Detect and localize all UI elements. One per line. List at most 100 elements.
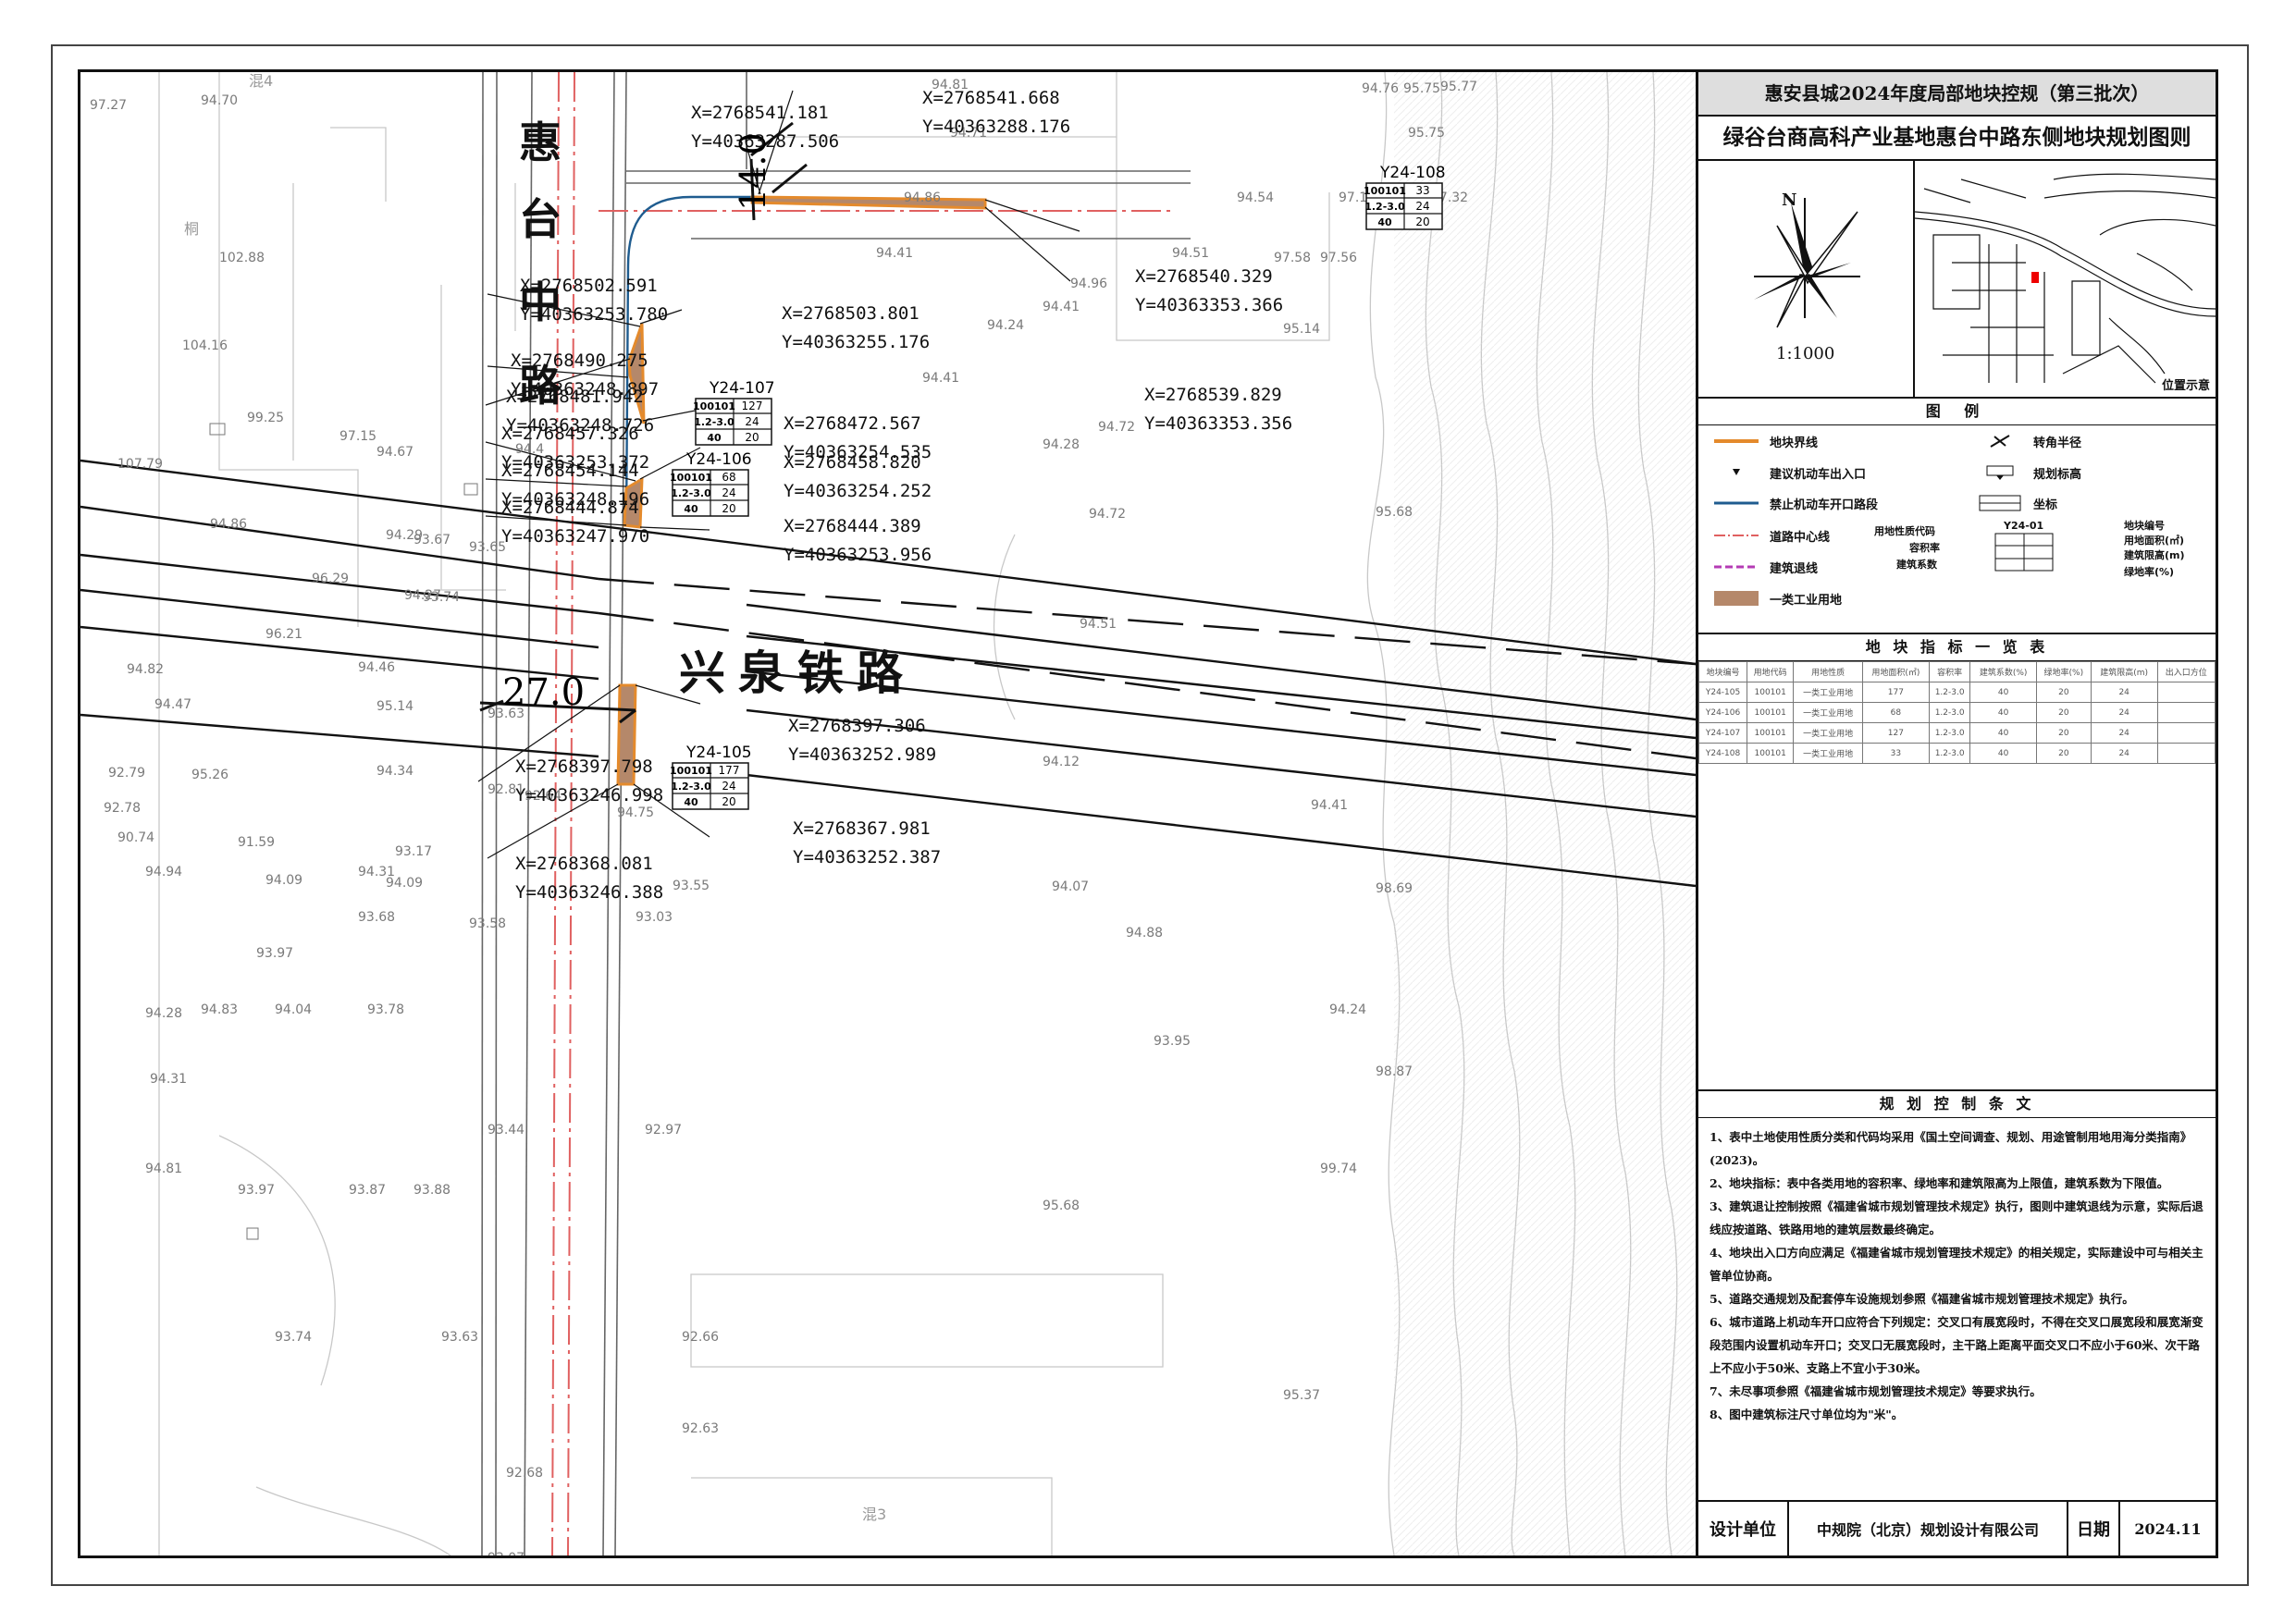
elevation-label: 95.68 <box>1376 505 1413 520</box>
table-cell: 20 <box>2035 743 2092 764</box>
table-header-cell: 地块编号 <box>1697 661 1748 682</box>
parcel-cell: 24 <box>722 780 735 793</box>
compass-icon <box>1754 198 1860 328</box>
table-cell: 100101 <box>1747 743 1795 764</box>
table-header-cell: 建筑系数(%) <box>1969 661 2037 682</box>
elevation-label: 98.69 <box>1376 881 1413 896</box>
table-cell <box>2156 702 2216 723</box>
corner-radius-icon <box>1976 433 2024 449</box>
land-label-woods: 桐 <box>184 220 199 238</box>
railway-lines <box>80 459 1696 888</box>
rule-item: 6、城市道路上机动车开口应符合下列规定：交叉口有展宽段时，不得在交叉口展宽段和展… <box>1710 1315 2203 1375</box>
coord-x: X=2768503.801 <box>782 303 920 324</box>
elevation-label: 94.88 <box>1126 926 1163 941</box>
elevation-label: 94.09 <box>386 876 423 891</box>
table-header-cell: 用地代码 <box>1747 661 1795 682</box>
parcel-y24-107[interactable] <box>627 323 646 424</box>
elevation-label: 94.83 <box>201 1002 238 1017</box>
rules-section: 规 划 控 制 条 文 1、表中土地使用性质分类和代码均采用《国土空间调查、规划… <box>1698 1091 2216 1502</box>
coord-x: X=2768397.798 <box>515 756 653 777</box>
map-canvas: 94.8194.7695.7595.7797.2794.7094.7195.75… <box>80 72 1696 1555</box>
elevation-label: 95.26 <box>191 768 228 782</box>
legend-label: 一类工业用地 <box>1770 594 1843 608</box>
parcel-cell: 1.2-3.0 <box>671 487 711 499</box>
elevation-label: 92.97 <box>645 1123 682 1137</box>
coord-x: X=2768472.567 <box>784 413 921 434</box>
legend-swatch <box>1712 590 1760 607</box>
elevation-label: 99.25 <box>247 411 284 425</box>
table-cell: 1.2-3.0 <box>1928 743 1971 764</box>
date-label: 日期 <box>2068 1502 2120 1555</box>
dim-bottom: 27.0 <box>502 671 585 714</box>
parcel-y24-108[interactable] <box>750 195 987 210</box>
date-value: 2024.11 <box>2134 1519 2202 1538</box>
elevation-label: 95.75 <box>1408 126 1445 141</box>
table-cell: 40 <box>1969 682 2037 703</box>
parcel-cell: 40 <box>684 503 698 515</box>
coord-x: X=2768457.326 <box>501 424 639 444</box>
elevation-label: 91.59 <box>238 835 275 850</box>
compass: N 1:1000 <box>1698 161 1915 397</box>
table-cell: Y24-108 <box>1697 743 1748 764</box>
road-centerline <box>551 72 1172 1555</box>
index-table-title: 地 块 指 标 一 览 表 <box>1698 634 2216 661</box>
coord-y: Y=40363247.970 <box>501 526 649 547</box>
elevation-label: 94.96 <box>1070 277 1107 291</box>
elevation-label: 93.03 <box>636 910 673 925</box>
key-sample-id: Y24-01 <box>2004 520 2044 532</box>
table-cell <box>2156 682 2216 703</box>
table-cell: 一类工业用地 <box>1793 743 1863 764</box>
elevation-label: 95.68 <box>1043 1199 1080 1213</box>
elevation-label: 95.37 <box>1283 1388 1320 1403</box>
elevation-label: 94.09 <box>265 873 302 888</box>
coord-x: X=2768490.275 <box>511 350 648 371</box>
railway-dash <box>598 577 1696 760</box>
elevation-label: 102.88 <box>219 251 265 265</box>
table-cell: 24 <box>2090 682 2158 703</box>
parcel-cell: 127 <box>742 400 763 412</box>
legend-label: 地块界线 <box>1770 436 1819 450</box>
coord-x: X=2768539.829 <box>1144 385 1282 405</box>
parcel-cell: 24 <box>1415 200 1429 213</box>
coord-y: Y=40363353.366 <box>1135 295 1283 315</box>
elevation-label: 92.63 <box>682 1421 719 1436</box>
road-name-huitai-1: 惠 <box>519 117 562 167</box>
land-label-4: 混4 <box>249 72 273 90</box>
parcel-cell: 20 <box>745 431 759 444</box>
rule-item: 2、地块指标：表中各类用地的容积率、绿地率和建筑限高为上限值，建筑系数为下限值。 <box>1710 1176 2169 1190</box>
rule-item: 7、未尽事项参照《福建省城市规划管理技术规定》等要求执行。 <box>1710 1384 2042 1398</box>
coord-y: Y=40363255.176 <box>782 332 930 352</box>
elevation-label: 93.07 <box>488 1551 525 1555</box>
road-name-railway: 兴泉铁路 <box>679 646 916 700</box>
elevation-label: 92.78 <box>104 801 141 816</box>
footer: 设计单位 中规院（北京）规划设计有限公司 日期 2024.11 <box>1698 1500 2216 1555</box>
elevation-label: 94.31 <box>358 865 395 879</box>
elevation-label: 93.74 <box>275 1330 312 1345</box>
designer-label: 设计单位 <box>1698 1502 1789 1555</box>
elevation-label: 92.79 <box>108 766 145 781</box>
table-cell: 1.2-3.0 <box>1928 722 1971 744</box>
location-map-graphic <box>1915 173 2216 384</box>
table-header-cell: 出入口方位 <box>2156 661 2216 682</box>
sheet-title: 绿谷台商高科产业基地惠台中路东侧地块规划图则 <box>1698 117 2216 161</box>
table-cell: Y24-106 <box>1697 702 1748 723</box>
coord-x: X=2768481.942 <box>506 387 644 407</box>
location-map: 位置示意 <box>1915 161 2216 397</box>
table-cell: 一类工业用地 <box>1793 702 1863 723</box>
table-cell: 20 <box>2035 722 2092 744</box>
project-title: 惠安县城2024年度局部地块控规（第三批次） <box>1698 72 2216 117</box>
rule-item: 5、道路交通规划及配套停车设施规划参照《福建省城市规划管理技术规定》执行。 <box>1710 1292 2134 1306</box>
elevation-label: 104.16 <box>182 338 228 353</box>
elevation-label: 94.41 <box>876 246 913 261</box>
